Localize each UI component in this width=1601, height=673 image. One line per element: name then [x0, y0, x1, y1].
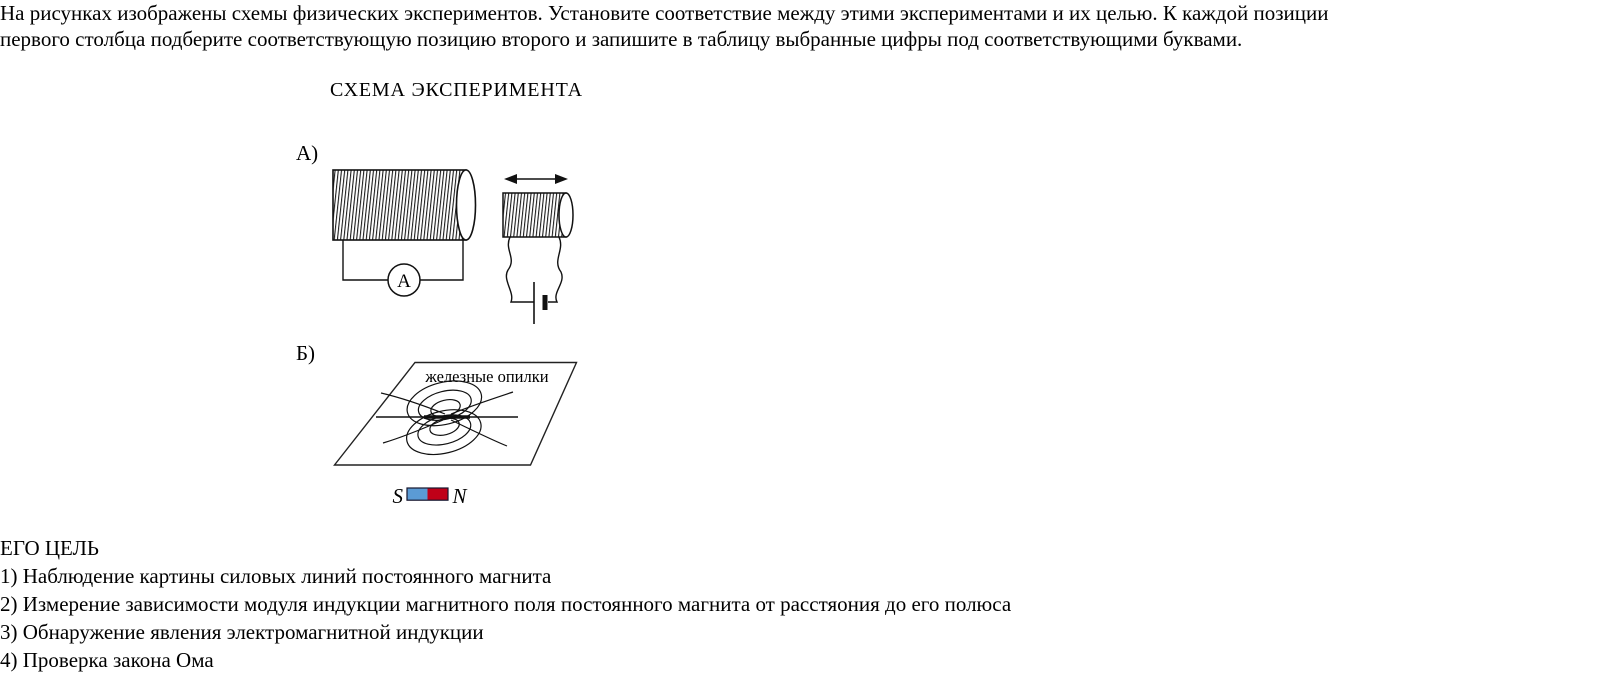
filings-label: железные опилки	[424, 367, 548, 386]
magnet-north-label: N	[452, 484, 468, 508]
small-coil	[502, 192, 574, 238]
bar-magnet: S N	[393, 484, 468, 508]
question-text-line1: На рисунках изображены схемы физических …	[0, 1, 1329, 25]
goal-option-1: 1) Наблюдение картины силовых линий пост…	[0, 564, 552, 588]
goal-option-2: 2) Измерение зависимости модуля индукции…	[0, 592, 1012, 616]
magnet-south-pole	[407, 488, 428, 501]
ammeter-label: A	[397, 271, 411, 292]
scheme-column-heading: СХЕМА ЭКСПЕРИМЕНТА	[330, 79, 583, 101]
field-lines	[376, 380, 518, 456]
figure-a-label: А)	[296, 141, 319, 165]
magnet-south-label: S	[393, 484, 404, 508]
magnet-north-pole	[427, 488, 448, 501]
ammeter-icon: A	[387, 263, 421, 297]
figure-b-label: Б)	[296, 341, 316, 365]
figure-a-diagram: A	[332, 169, 574, 324]
question-text-line2: первого столбца подберите соответствующу…	[0, 27, 1243, 51]
goal-heading: ЕГО ЦЕЛЬ	[0, 536, 99, 560]
battery-icon	[533, 282, 548, 324]
motion-arrow-icon	[504, 174, 568, 184]
battery-lead-right	[548, 236, 563, 303]
goal-option-3: 3) Обнаружение явления электромагнитной …	[0, 620, 484, 644]
figure-b-diagram: железные опилки S N	[333, 361, 578, 508]
large-coil	[332, 169, 477, 241]
goal-option-4: 4) Проверка закона Ома	[0, 648, 214, 672]
battery-lead-left	[505, 236, 534, 303]
